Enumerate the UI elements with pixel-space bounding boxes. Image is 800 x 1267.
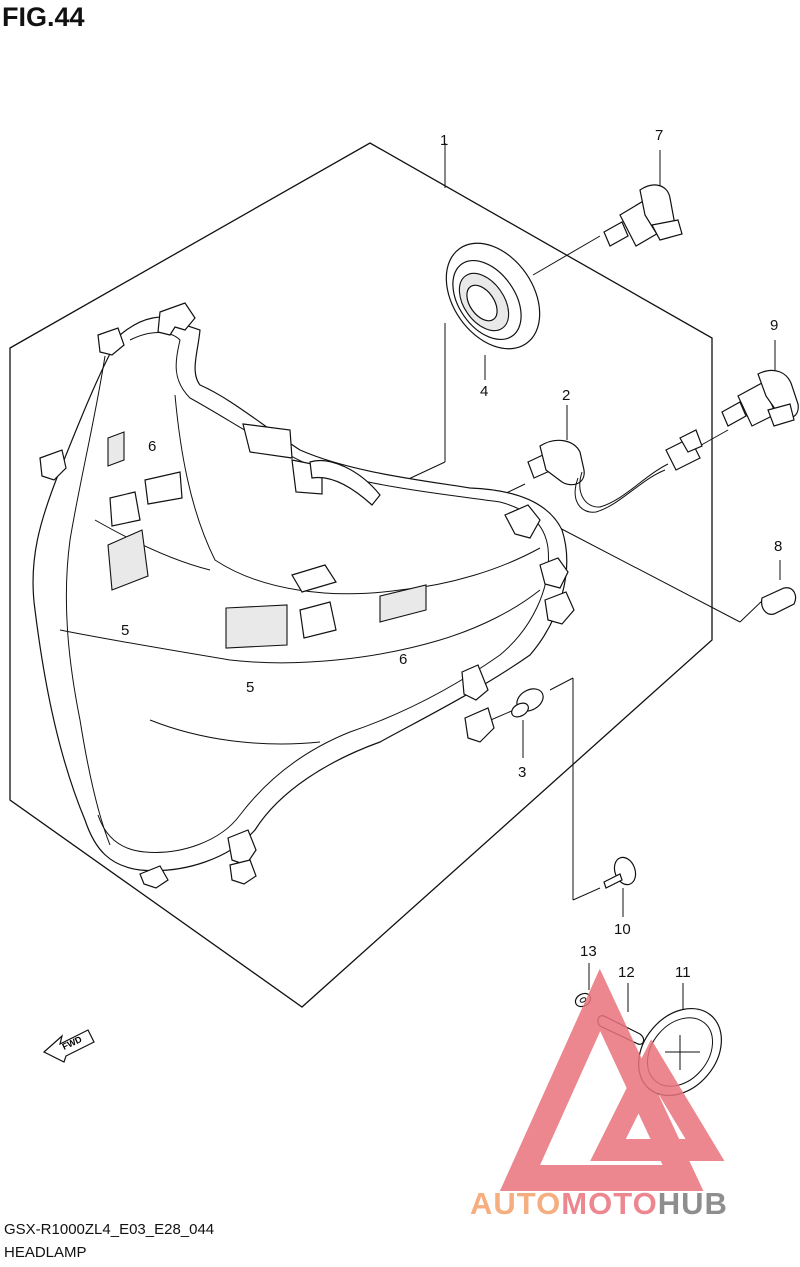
watermark-moto: MOTO [561,1186,657,1221]
callout-3: 3 [518,764,526,781]
watermark-triangle-inner [590,1039,725,1161]
part-7-bulb [603,184,683,247]
headlamp-housing [32,302,575,889]
watermark-hub: HUB [658,1186,728,1221]
section-name: HEADLAMP [4,1244,87,1261]
callout-5b: 5 [246,679,254,696]
callout-7: 7 [655,127,663,144]
callout-13: 13 [580,943,597,960]
callout-9: 9 [770,317,778,334]
callout-4: 4 [480,383,488,400]
callout-6b: 6 [399,651,407,668]
svg-text:AUTOMOTOHUB: AUTOMOTOHUB [470,1186,728,1221]
part-3-grommet [511,688,544,718]
figure-title: FIG.44 [2,2,85,32]
part-8-small-bulb [761,587,797,615]
part-10-screw [603,856,637,889]
part-9-bulb [721,369,799,427]
callout-numbers: 1 2 3 4 5 5 6 6 7 8 9 10 11 12 13 [121,127,782,981]
part-2-socket-harness [527,429,703,513]
callout-12: 12 [618,964,635,981]
label-stickers [107,431,427,649]
watermark-auto: AUTO [470,1186,561,1221]
callout-8: 8 [774,538,782,555]
model-code: GSX-R1000ZL4_E03_E28_044 [4,1221,215,1238]
callout-2: 2 [562,387,570,404]
automotohub-watermark: AUTOMOTOHUB [470,968,728,1221]
callout-1: 1 [440,132,448,149]
callout-11: 11 [675,964,691,981]
callout-10: 10 [614,921,631,938]
part-4-cap [445,242,541,350]
callout-6a: 6 [148,438,156,455]
fwd-arrow: FWD [42,1029,95,1063]
assembly-boundary [9,142,713,1008]
callout-5a: 5 [121,622,129,639]
